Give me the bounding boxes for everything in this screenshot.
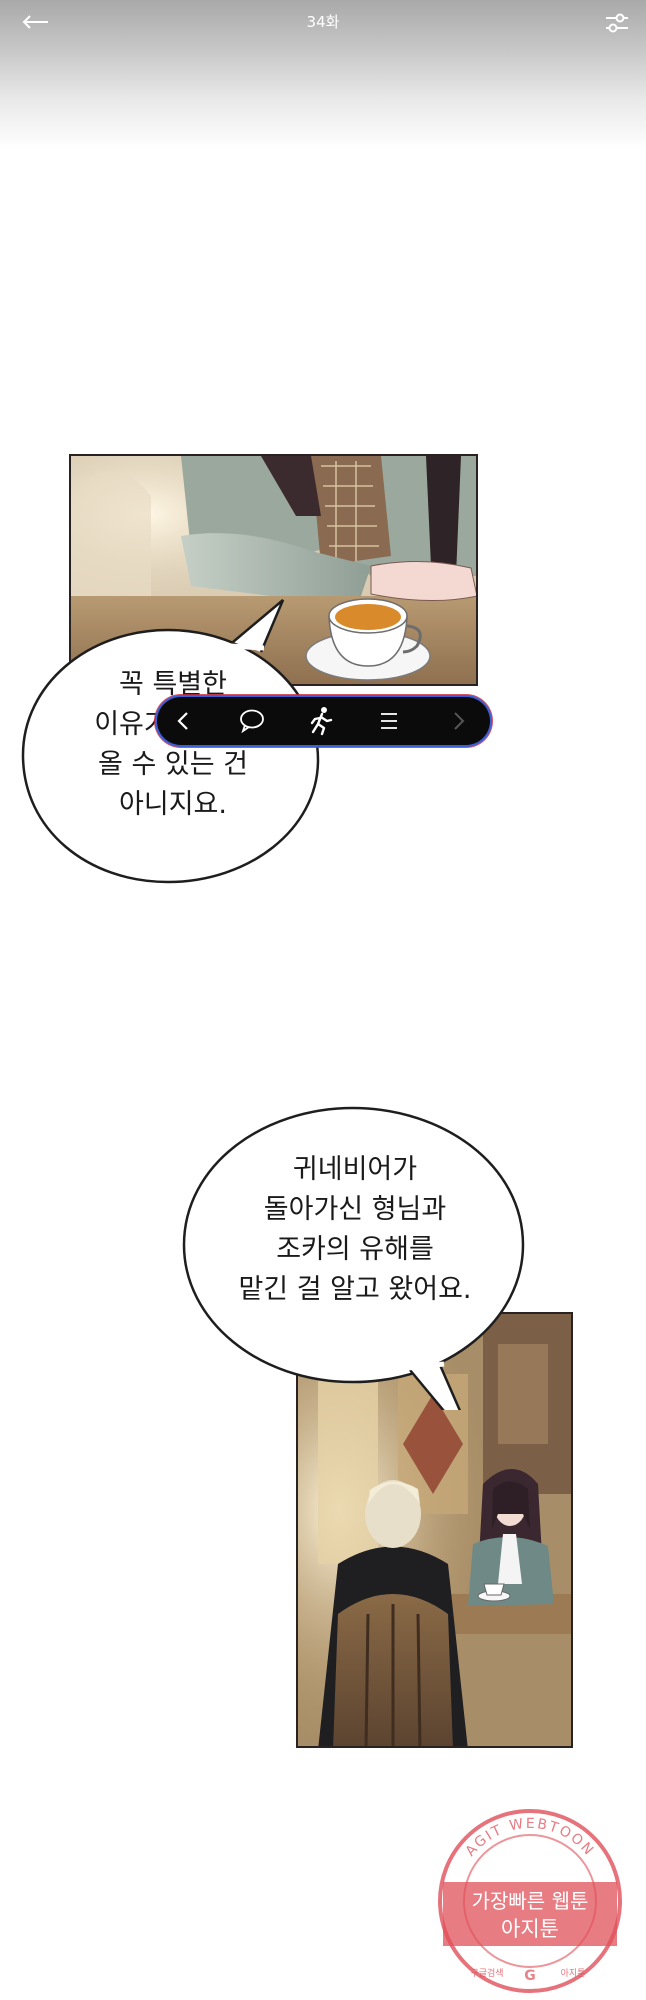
watermark-bottom-right: 아지툰	[561, 1968, 586, 1979]
bubble-line: 맡긴 걸 알고 왔어요.	[238, 1274, 472, 1305]
sliders-icon	[606, 13, 628, 33]
bubble-line: 꼭 특별한	[119, 669, 227, 700]
svg-text:G: G	[524, 1968, 536, 1984]
speech-bubble-2	[182, 1106, 525, 1410]
settings-button[interactable]	[600, 8, 634, 38]
menu-icon	[381, 713, 397, 729]
next-episode-button[interactable]	[438, 697, 478, 745]
comment-icon	[240, 709, 264, 734]
comments-button[interactable]	[232, 697, 272, 745]
chevron-right-icon	[454, 712, 465, 730]
agit-webtoon-watermark: AGIT WEBTOON 가장빠른 웹툰 아지툰 구글검색 G 아지툰	[435, 1806, 625, 1996]
watermark-seal: AGIT WEBTOON 가장빠른 웹툰 아지툰 구글검색 G 아지툰	[438, 1809, 622, 1993]
back-arrow-icon	[22, 15, 48, 29]
bubble-line: 아니지요.	[119, 789, 227, 820]
reader-toolbar	[157, 697, 490, 745]
reader-header: 34화	[0, 0, 646, 150]
running-man-icon	[310, 707, 333, 736]
watermark-bottom-left: 구글검색	[470, 1967, 503, 1979]
speech-bubble-1	[21, 599, 320, 884]
bubble-line: 조카의 유해를	[276, 1234, 434, 1265]
episode-list-button[interactable]	[369, 697, 409, 745]
bubble-line: 돌아가신 형님과	[263, 1194, 447, 1225]
speech-bubble-2-text: 귀네비어가 돌아가신 형님과 조카의 유해를 맡긴 걸 알고 왔어요.	[210, 1150, 500, 1310]
bubble-line: 귀네비어가	[292, 1154, 418, 1185]
prev-episode-button[interactable]	[164, 697, 204, 745]
auto-scroll-button[interactable]	[300, 697, 340, 745]
back-button[interactable]	[18, 8, 52, 36]
chevron-left-icon	[177, 712, 188, 730]
watermark-line1: 가장빠른 웹툰	[472, 1889, 589, 1913]
chapter-title: 34화	[306, 13, 340, 31]
watermark-line2: 아지툰	[501, 1917, 559, 1941]
bubble-line: 올 수 있는 건	[98, 749, 248, 780]
